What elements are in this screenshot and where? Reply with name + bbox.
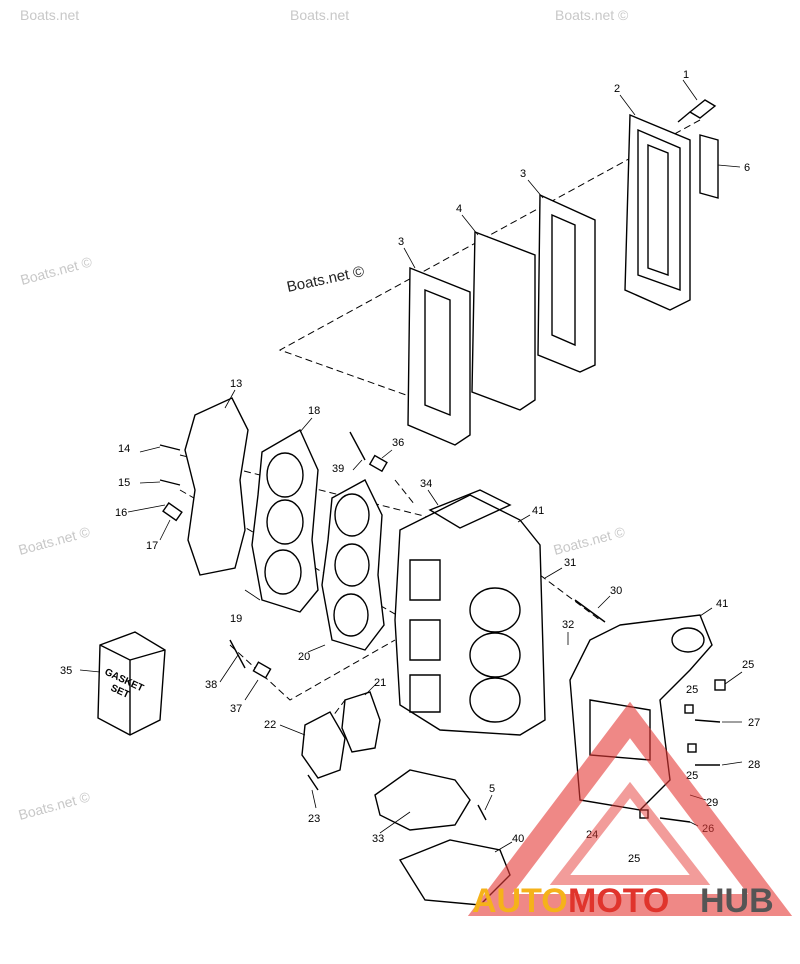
alignment-line (394, 479, 416, 506)
callout-32: 32 (562, 619, 574, 631)
part-13-head-cover (184, 397, 249, 576)
callout-37: 37 (230, 703, 242, 715)
callout-3a: 3 (520, 168, 526, 180)
callout-5: 5 (489, 783, 495, 795)
automotohub-logo: AUTO MOTO HUB (467, 701, 793, 920)
callout-29: 29 (706, 797, 718, 809)
callout-21: 21 (374, 677, 386, 689)
callout-18: 18 (308, 405, 320, 417)
callout-16: 16 (115, 507, 127, 519)
logo-text-hub: HUB (700, 882, 774, 920)
callout-14: 14 (118, 443, 130, 455)
part-1-bolt (677, 99, 717, 123)
callout-4: 4 (456, 203, 462, 215)
logo-text-auto: AUTO (472, 882, 568, 920)
callout-20: 20 (298, 651, 310, 663)
part-33-gasket (374, 769, 471, 831)
logo-text-moto: MOTO (568, 882, 669, 920)
callout-3b: 3 (398, 236, 404, 248)
callout-40: 40 (512, 833, 524, 845)
callout-15: 15 (118, 477, 130, 489)
part-20-cylinder-head (321, 479, 385, 651)
callout-23: 23 (308, 813, 320, 825)
part-35-gasket-set-box: GASKET SET (97, 631, 166, 736)
part-6-decal (699, 134, 719, 199)
callout-1: 1 (683, 69, 689, 81)
callout-25d: 25 (628, 853, 640, 865)
part-21-gasket (341, 691, 381, 753)
alignment-line (229, 639, 396, 701)
callout-17: 17 (146, 540, 158, 552)
callout-19: 19 (230, 613, 242, 625)
callout-30: 30 (610, 585, 622, 597)
callout-33: 33 (372, 833, 384, 845)
callout-22: 22 (264, 719, 276, 731)
part-34-cylinder-block (394, 489, 546, 736)
watermark: Boats.net © (17, 788, 93, 823)
logo-triangle-inner (549, 781, 711, 885)
callout-31: 31 (564, 557, 576, 569)
callout-38: 38 (205, 679, 217, 691)
callout-25a: 25 (742, 659, 754, 671)
callouts: 1 2 3 3 4 6 13 14 15 16 17 18 19 20 36 3… (60, 69, 760, 865)
part-2-exhaust-cover (624, 113, 691, 311)
watermark: Boats.net (290, 7, 349, 23)
callout-39: 39 (332, 463, 344, 475)
callout-41a: 41 (532, 505, 544, 517)
watermark: Boats.net © (555, 7, 629, 23)
callout-25c: 25 (686, 770, 698, 782)
callout-34: 34 (420, 478, 432, 490)
watermark: Boats.net © (552, 523, 628, 558)
bolts (159, 431, 726, 823)
callout-36: 36 (392, 437, 404, 449)
logo-triangle (467, 701, 793, 916)
watermark-main: Boats.net © (285, 263, 365, 296)
alignment-line (539, 574, 601, 621)
alignment-line (278, 119, 701, 401)
part-3-gasket-right (537, 193, 596, 373)
callout-25b: 25 (686, 684, 698, 696)
callout-6: 6 (744, 162, 750, 174)
callout-41b: 41 (716, 598, 728, 610)
watermark: Boats.net (20, 7, 79, 23)
callout-28: 28 (748, 759, 760, 771)
callout-27: 27 (748, 717, 760, 729)
watermark: Boats.net © (17, 523, 93, 558)
callout-2: 2 (614, 83, 620, 95)
callout-13: 13 (230, 378, 242, 390)
part-19-head-gasket (251, 429, 319, 613)
watermark: Boats.net © (19, 253, 95, 288)
callout-35: 35 (60, 665, 72, 677)
part-22-water-cover (301, 711, 346, 779)
part-3-gasket-left (407, 266, 471, 446)
part-4-divider-plate (471, 230, 536, 411)
